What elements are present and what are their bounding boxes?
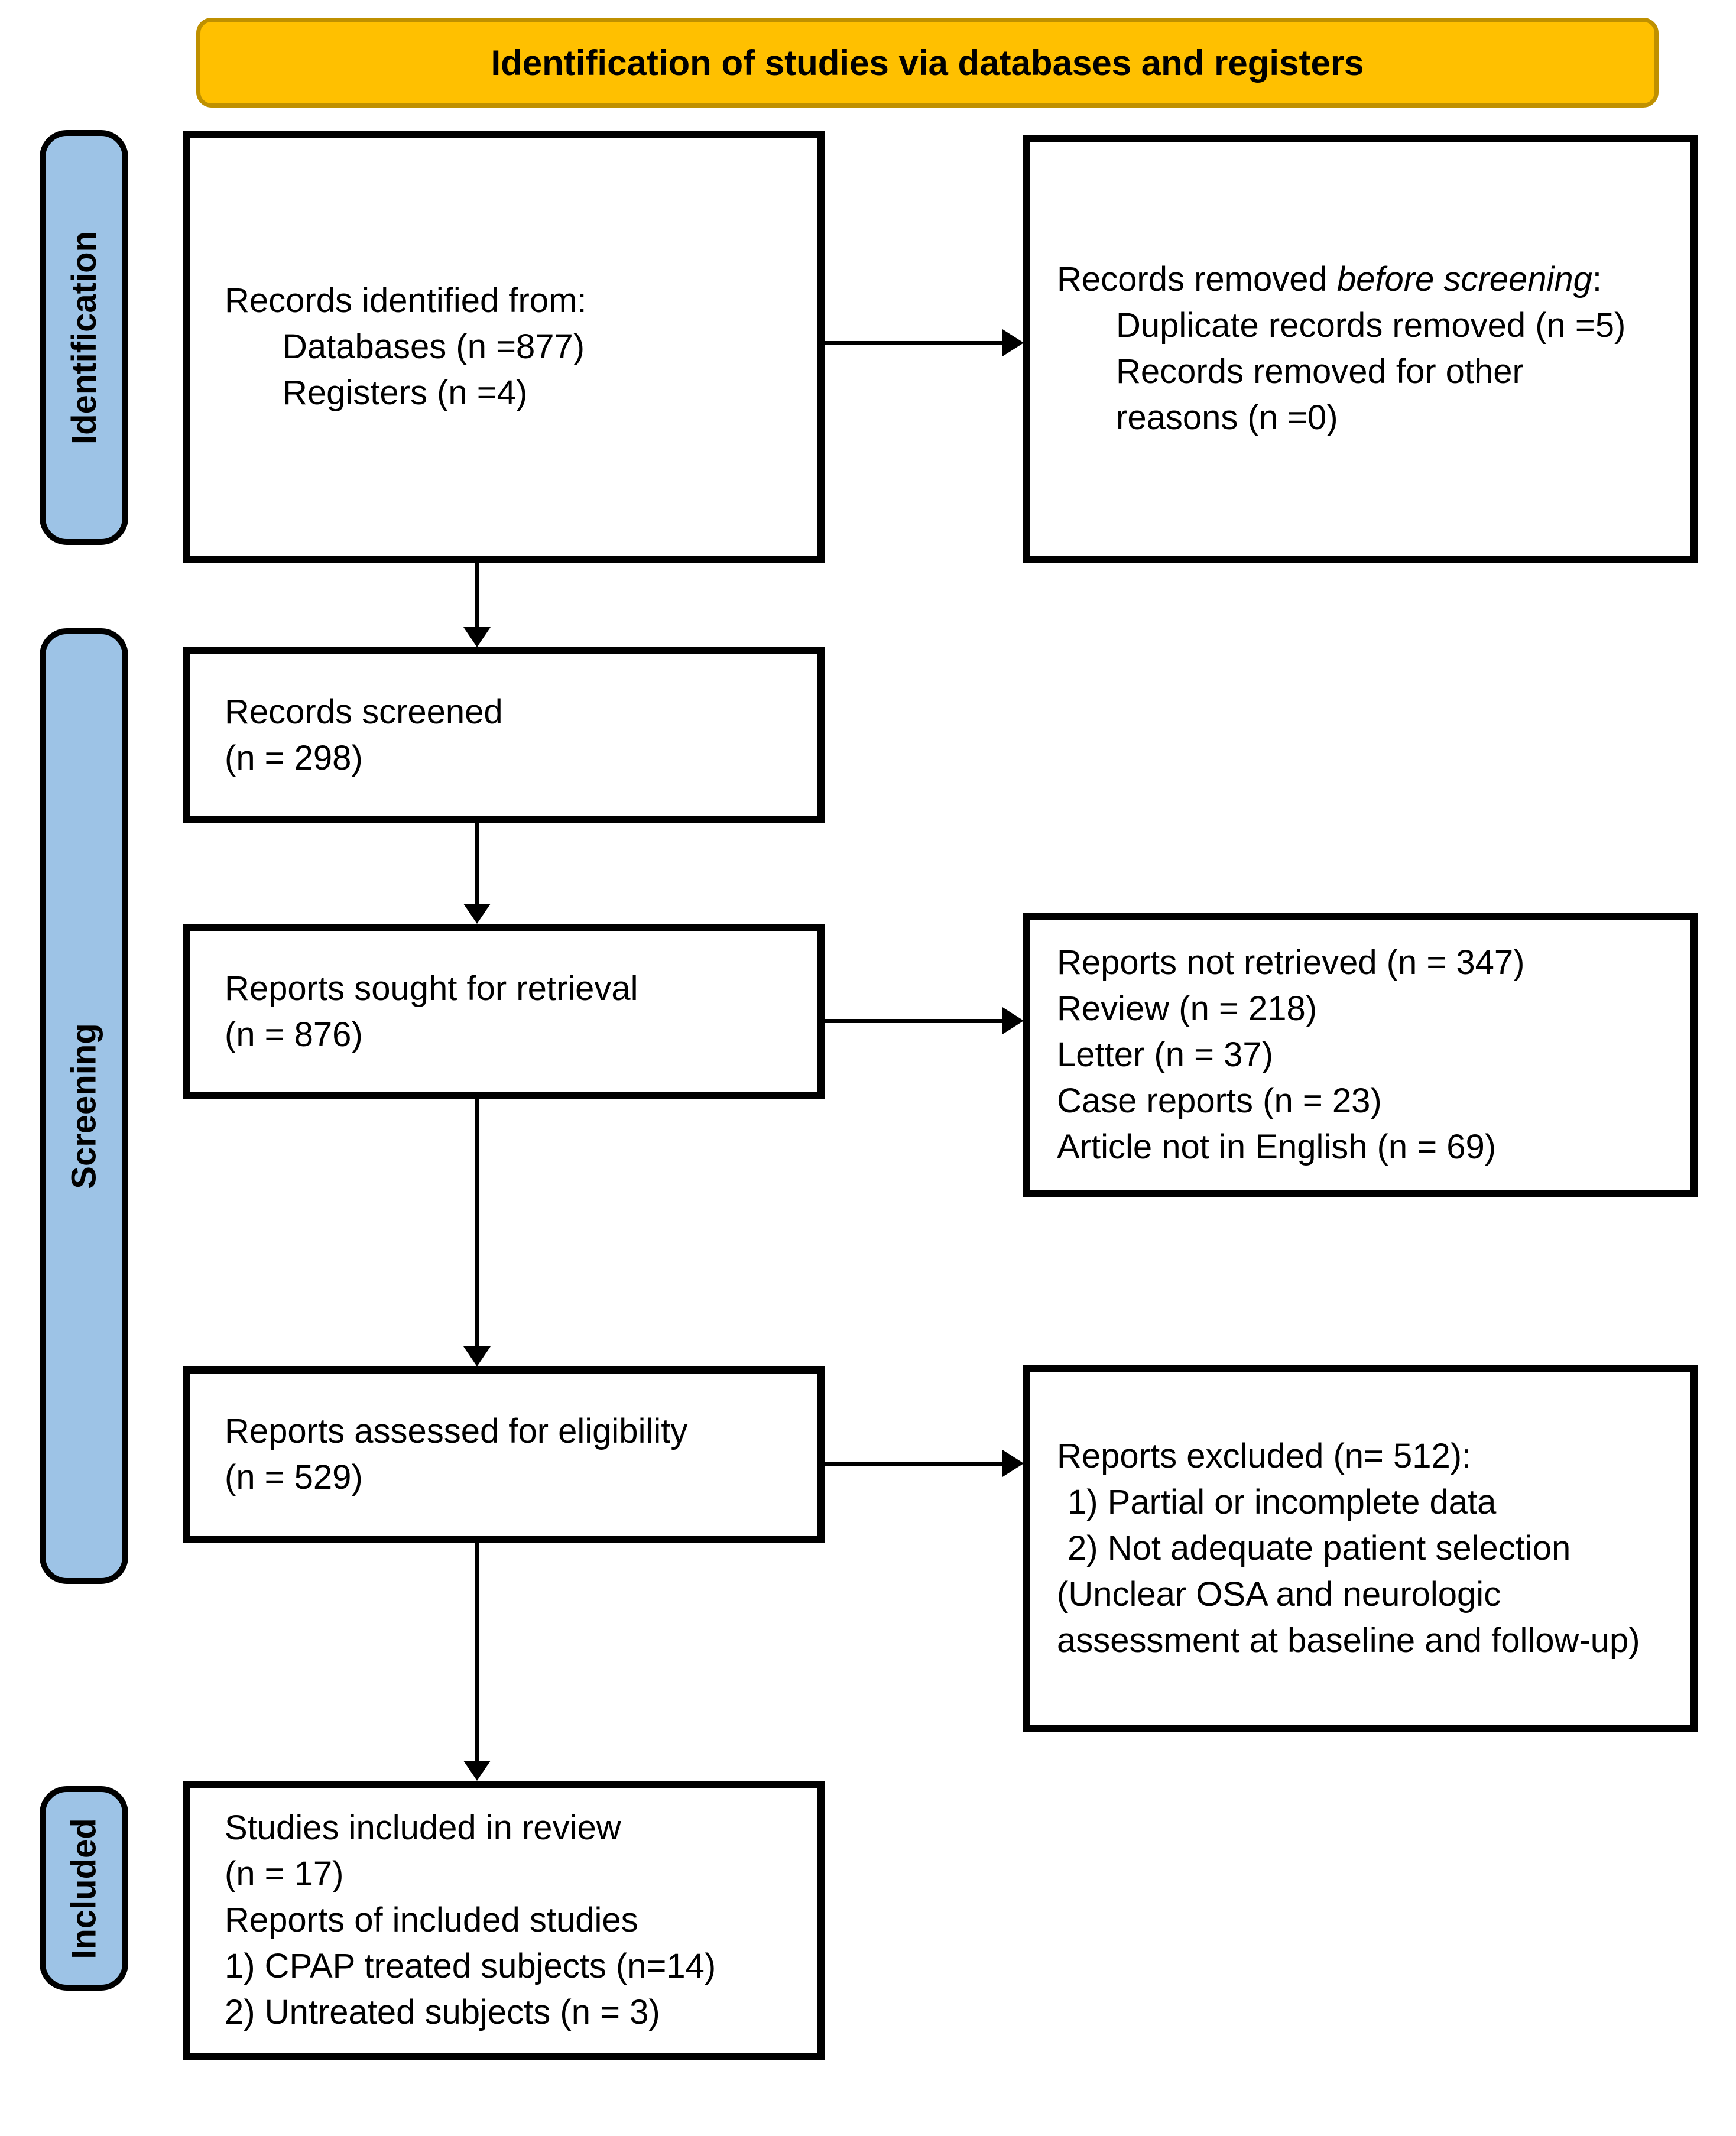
reports-not-retrieved-line2: Review (n = 218) — [1057, 989, 1318, 1028]
box-reports-excluded: Reports excluded (n= 512): 1) Partial or… — [1023, 1365, 1698, 1732]
stage-identification: Identification — [40, 130, 128, 545]
arrow-screened-to-sought-head — [463, 904, 491, 924]
records-removed-line3: Records removed for other — [1116, 352, 1524, 391]
records-removed-line1-suffix: : — [1592, 260, 1602, 298]
studies-included-line1: Studies included in review — [225, 1809, 621, 1847]
reports-excluded-line2: 1) Partial or incomplete data — [1067, 1483, 1497, 1521]
reports-excluded-line1: Reports excluded (n= 512): — [1057, 1437, 1472, 1475]
records-removed-line1: Records removed before screening: — [1057, 257, 1685, 303]
box-reports-sought: Reports sought for retrieval (n = 876) — [183, 924, 825, 1099]
records-identified-line3: Registers (n =4) — [283, 374, 528, 412]
box-records-removed: Records removed before screening: Duplic… — [1023, 135, 1698, 563]
reports-excluded-line4: (Unclear OSA and neurologic — [1057, 1575, 1501, 1614]
arrow-identified-to-removed-head — [1002, 329, 1024, 356]
studies-included-line2: (n = 17) — [225, 1855, 344, 1893]
box-records-screened: Records screened (n = 298) — [183, 647, 825, 823]
box-reports-not-retrieved: Reports not retrieved (n = 347) Review (… — [1023, 913, 1698, 1197]
arrow-assessed-to-excluded-head — [1002, 1450, 1024, 1477]
reports-excluded-line3: 2) Not adequate patient selection — [1067, 1529, 1571, 1567]
records-removed-line4: reasons (n =0) — [1116, 398, 1338, 437]
reports-not-retrieved-line4: Case reports (n = 23) — [1057, 1082, 1382, 1120]
reports-not-retrieved-line5: Article not in English (n = 69) — [1057, 1128, 1497, 1166]
arrow-identified-to-screened-shaft — [475, 563, 479, 629]
records-removed-line1-italic: before screening — [1336, 260, 1592, 298]
reports-assessed-line1: Reports assessed for eligibility — [225, 1412, 688, 1450]
records-identified-line2: Databases (n =877) — [283, 327, 585, 366]
reports-sought-line1: Reports sought for retrieval — [225, 969, 638, 1008]
records-identified-line1: Records identified from: — [225, 281, 587, 320]
records-removed-line1-prefix: Records removed — [1057, 260, 1337, 298]
records-screened-line1: Records screened — [225, 693, 503, 731]
arrow-assessed-to-excluded-shaft — [825, 1462, 1004, 1466]
arrow-assessed-to-included-shaft — [475, 1543, 479, 1762]
reports-sought-line2: (n = 876) — [225, 1015, 363, 1054]
box-reports-assessed: Reports assessed for eligibility (n = 52… — [183, 1366, 825, 1543]
stage-screening: Screening — [40, 628, 128, 1584]
arrow-sought-to-not-retrieved-head — [1002, 1007, 1024, 1034]
arrow-assessed-to-included-head — [463, 1761, 491, 1781]
records-removed-line2: Duplicate records removed (n =5) — [1116, 306, 1626, 345]
records-screened-line2: (n = 298) — [225, 739, 363, 777]
reports-not-retrieved-line1: Reports not retrieved (n = 347) — [1057, 943, 1525, 982]
stage-identification-label: Identification — [64, 231, 103, 444]
arrow-identified-to-removed-shaft — [825, 341, 1004, 345]
reports-excluded-line5: assessment at baseline and follow-up) — [1057, 1621, 1640, 1660]
box-records-identified: Records identified from: Databases (n =8… — [183, 131, 825, 563]
stage-screening-label: Screening — [64, 1023, 103, 1189]
studies-included-line4: 1) CPAP treated subjects (n=14) — [225, 1947, 716, 1985]
arrow-sought-to-assessed-head — [463, 1346, 491, 1366]
stage-included: Included — [40, 1786, 128, 1991]
reports-not-retrieved-line3: Letter (n = 37) — [1057, 1035, 1273, 1074]
studies-included-line5: 2) Untreated subjects (n = 3) — [225, 1993, 660, 2031]
arrow-screened-to-sought-shaft — [475, 823, 479, 906]
arrow-sought-to-not-retrieved-shaft — [825, 1019, 1004, 1023]
reports-assessed-line2: (n = 529) — [225, 1458, 363, 1497]
banner-title: Identification of studies via databases … — [196, 18, 1659, 108]
stage-included-label: Included — [64, 1817, 103, 1959]
arrow-identified-to-screened-head — [463, 627, 491, 647]
banner-title-text: Identification of studies via databases … — [491, 43, 1364, 83]
studies-included-line3: Reports of included studies — [225, 1901, 638, 1939]
box-studies-included: Studies included in review (n = 17) Repo… — [183, 1781, 825, 2060]
arrow-sought-to-assessed-shaft — [475, 1099, 479, 1348]
